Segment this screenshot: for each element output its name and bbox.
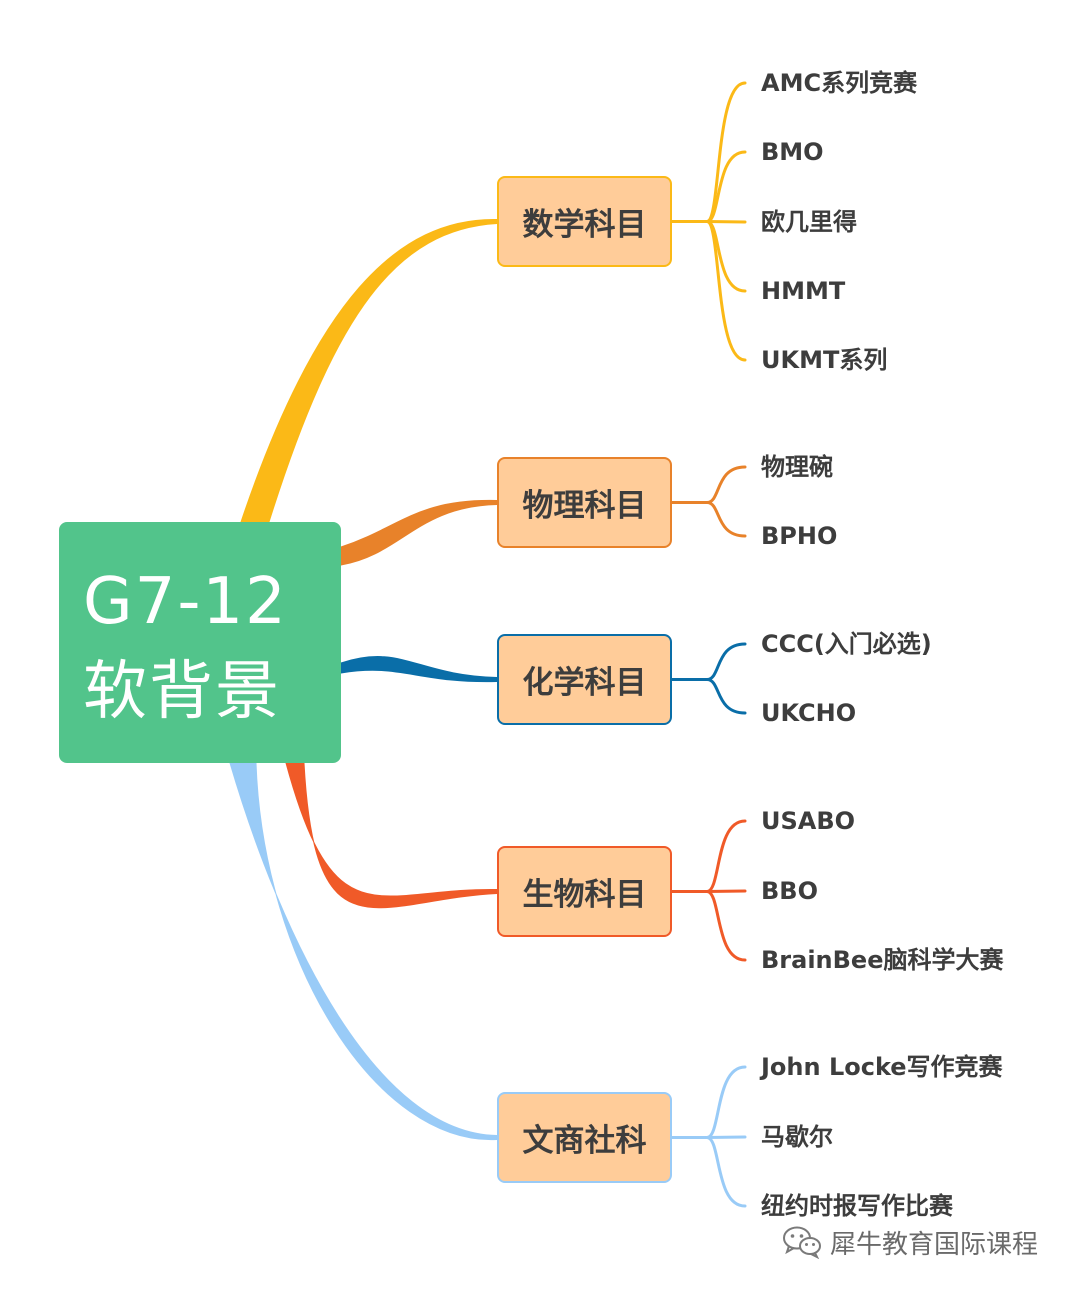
connector-leaf-humanities-1 <box>705 1135 747 1139</box>
connector-leaf-math-2 <box>705 220 747 224</box>
leaf-marshall: 马歇尔 <box>761 1123 833 1151</box>
connector-leaf-math-1 <box>705 150 747 223</box>
branch-humanities: 文商社科 <box>497 1092 672 1183</box>
leaf-hmmt: HMMT <box>761 277 846 305</box>
leaf-nyt: 纽约时报写作比赛 <box>761 1192 953 1220</box>
connector-leaf-math-0 <box>705 81 747 223</box>
leaf-brainbee: BrainBee脑科学大赛 <box>761 946 1004 974</box>
leaf-euclid: 欧几里得 <box>761 208 857 236</box>
connector-root-physics <box>340 499 498 566</box>
leaf-bmo: BMO <box>761 138 824 166</box>
leaf-john-locke: John Locke写作竞赛 <box>761 1053 1003 1081</box>
connector-root-biology <box>285 762 498 909</box>
connector-leaf-biology-0 <box>705 819 747 893</box>
leaf-usabo: USABO <box>761 807 856 835</box>
branch-biology: 生物科目 <box>497 846 672 937</box>
branch-math: 数学科目 <box>497 176 672 267</box>
leaf-ukcho: UKCHO <box>761 699 857 727</box>
connector-leaf-biology-1 <box>705 889 747 893</box>
connector-leaf-biology-2 <box>705 890 747 962</box>
connector-root-chemistry <box>340 656 498 683</box>
leaf-ukmt: UKMT系列 <box>761 346 888 374</box>
leaf-physics-bowl: 物理碗 <box>761 453 833 481</box>
connector-leaf-physics-1 <box>705 501 747 538</box>
watermark: 犀牛教育国际课程 <box>782 1222 1038 1262</box>
leaf-bbo: BBO <box>761 877 818 905</box>
root-title-line1: G7-12 <box>83 565 288 639</box>
connector-leaf-math-4 <box>705 220 747 362</box>
branch-chemistry: 化学科目 <box>497 634 672 725</box>
connector-leaf-chemistry-1 <box>705 678 747 715</box>
leaf-amc: AMC系列竞赛 <box>761 69 918 97</box>
connector-leaf-physics-0 <box>705 465 747 504</box>
leaf-bpho: BPHO <box>761 522 838 550</box>
watermark-text: 犀牛教育国际课程 <box>830 1229 1039 1260</box>
root-node: G7-12 软背景 <box>59 522 341 763</box>
connector-leaf-chemistry-0 <box>705 642 747 681</box>
branch-physics: 物理科目 <box>497 457 672 548</box>
connector-leaf-humanities-0 <box>705 1065 747 1139</box>
connector-root-math <box>240 218 498 523</box>
leaf-ccc: CCC(入门必选) <box>761 630 932 658</box>
connector-root-humanities <box>229 762 498 1141</box>
connector-leaf-humanities-2 <box>705 1136 747 1208</box>
root-title-line2: 软背景 <box>83 655 281 729</box>
wechat-icon <box>783 1226 821 1259</box>
